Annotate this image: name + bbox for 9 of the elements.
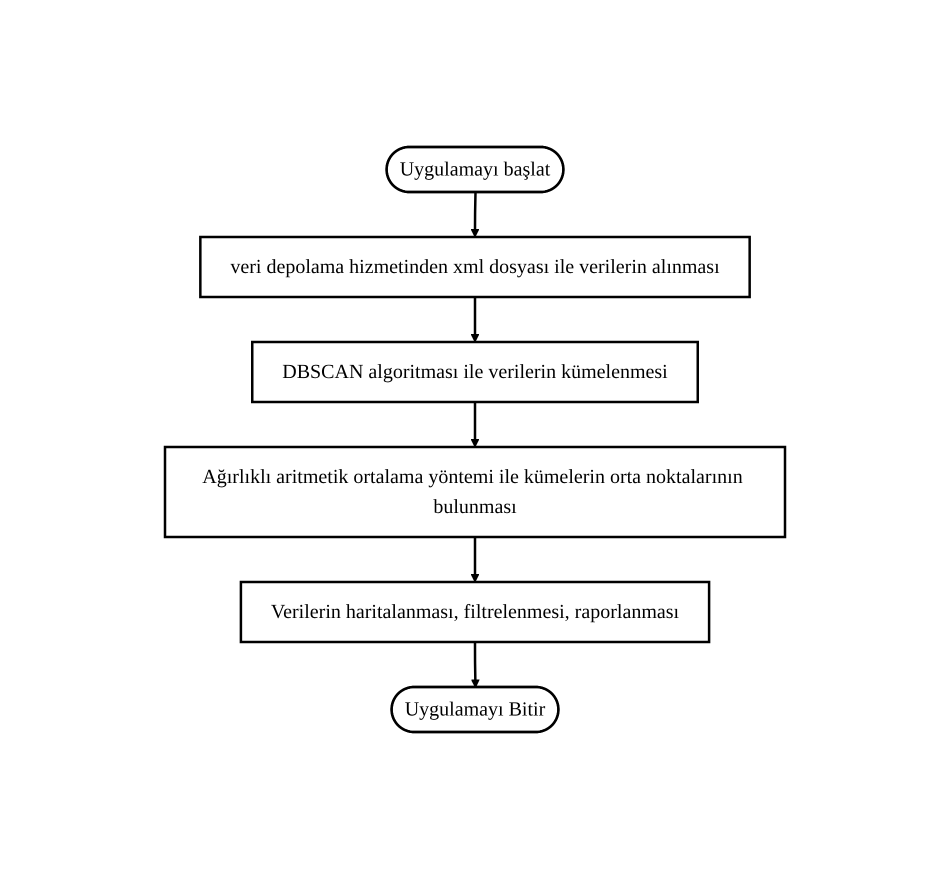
arrow xyxy=(470,297,479,342)
arrow xyxy=(470,192,479,238)
node-box: Verilerin haritalanması, filtrelenmesi, raporlanması xyxy=(239,580,710,644)
node-box: veri depolama hizmetinden xml dosyası ile verilerin alınması xyxy=(198,236,750,298)
arrow xyxy=(470,642,480,688)
node-box: DBSCAN algoritması ile verilerin kümelenmesi xyxy=(250,340,698,404)
arrow xyxy=(470,402,479,448)
arrow xyxy=(470,537,479,582)
node-box: Ağırlıklı aritmetik ortalama yöntemi ile kümelerin orta noktalarının bulunması xyxy=(163,446,786,538)
